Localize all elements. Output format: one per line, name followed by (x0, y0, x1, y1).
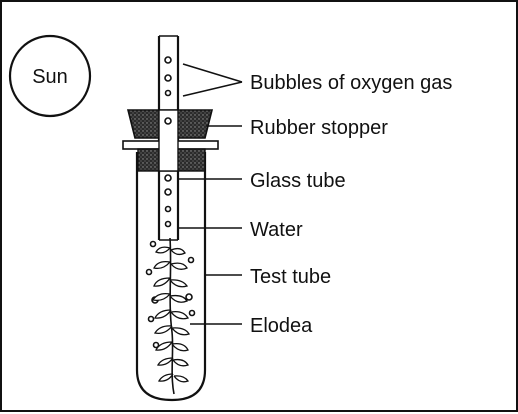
test-tube (135, 152, 207, 402)
elodea-plant (151, 237, 190, 395)
sun-circle (8, 34, 92, 118)
label-water: Water (250, 219, 303, 241)
label-bubbles: Bubbles of oxygen gas (250, 72, 452, 94)
label-glass-tube: Glass tube (250, 170, 346, 192)
tube-bubbles (164, 56, 172, 228)
sun: Sun (8, 34, 92, 118)
tube-through-stopper (158, 109, 179, 172)
leader-lines (178, 63, 243, 325)
label-elodea: Elodea (250, 315, 313, 337)
label-test-tube: Test tube (250, 266, 331, 288)
test-tube-outline (135, 152, 207, 402)
label-rubber-stopper: Rubber stopper (250, 117, 388, 139)
labels: Bubbles of oxygen gas Rubber stopper Gla… (250, 72, 452, 337)
sun-label: Sun (32, 66, 68, 88)
